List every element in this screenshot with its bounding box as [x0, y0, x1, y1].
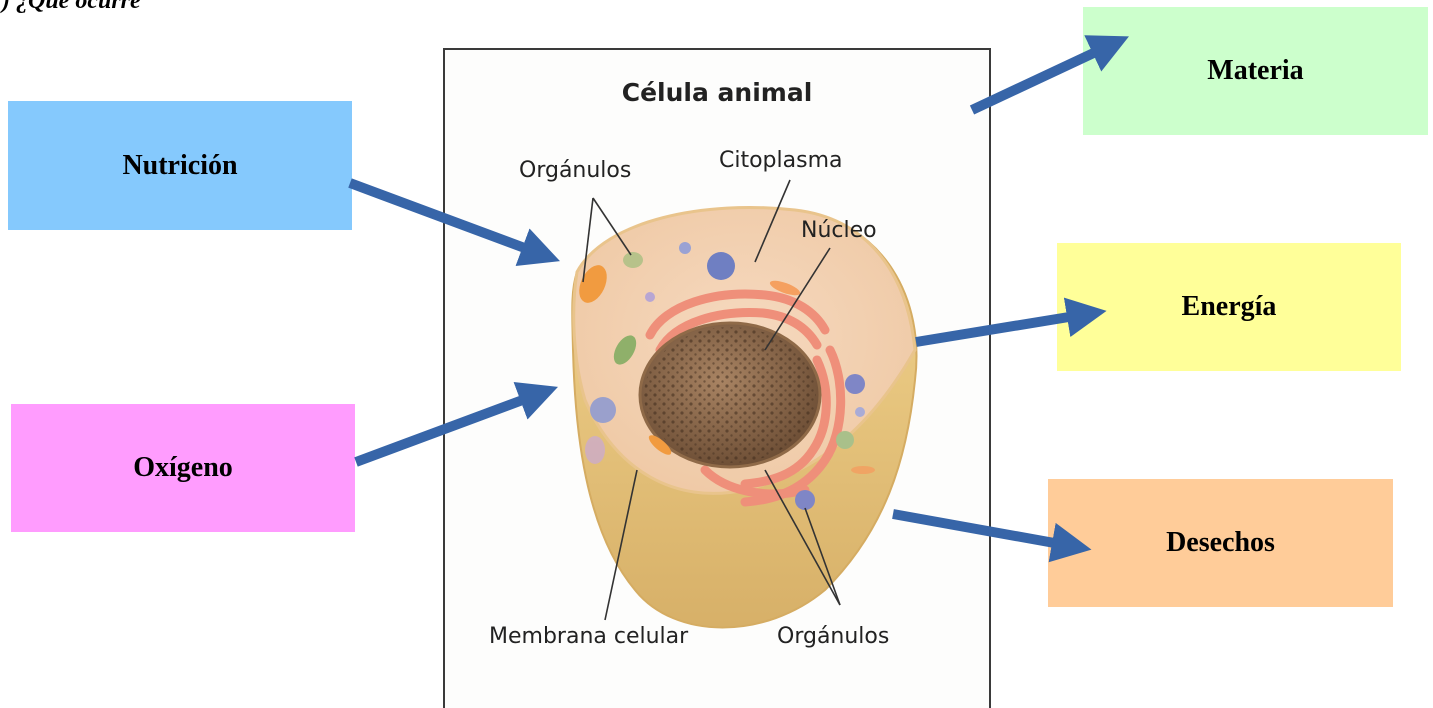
arrow-desechos	[893, 514, 1060, 544]
arrow-materia	[972, 50, 1100, 110]
arrow-nutricion	[350, 183, 530, 250]
arrow-oxigeno	[356, 398, 528, 462]
arrows-layer	[0, 0, 1433, 686]
arrow-energia	[916, 316, 1075, 342]
